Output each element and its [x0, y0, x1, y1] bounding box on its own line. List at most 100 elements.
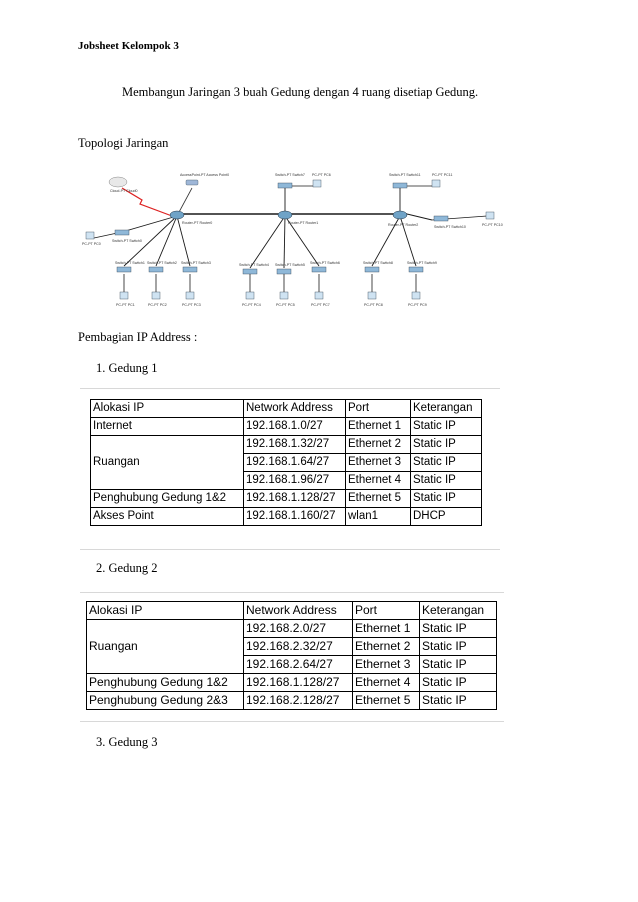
switch-icon: Switch-PT Switch8 [363, 261, 393, 273]
svg-text:Switch-PT Switch11: Switch-PT Switch11 [389, 173, 421, 177]
pc-icon: PC-PT PC5 [276, 291, 295, 307]
svg-text:Router-PT Router2: Router-PT Router2 [388, 223, 418, 227]
svg-text:Switch-PT Switch3: Switch-PT Switch3 [181, 261, 211, 265]
table-cell: 192.168.1.32/27 [243, 435, 346, 454]
table-cell: wlan1 [345, 507, 411, 526]
table-row: Penghubung Gedung 1&2 192.168.1.128/27 E… [90, 489, 482, 508]
ip-table-gedung-2: Alokasi IP Network Address Port Keterang… [86, 601, 497, 710]
pc-icon: PC-PT PC9 [408, 291, 427, 307]
table-row: Penghubung Gedung 2&3 192.168.2.128/27 E… [86, 691, 497, 710]
gedung2-label: 2. Gedung 2 [96, 561, 158, 575]
table-header-cell: Port [345, 399, 411, 418]
svg-text:PC-PT PC1: PC-PT PC1 [116, 303, 135, 307]
svg-text:Switch-PT Switch0: Switch-PT Switch0 [112, 239, 142, 243]
table-cell: 192.168.1.96/27 [243, 471, 346, 490]
svg-text:Switch-PT Switch7: Switch-PT Switch7 [275, 173, 305, 177]
switch-icon: Switch-PT Switch10 [433, 215, 466, 229]
table-cell: Ethernet 5 [345, 489, 411, 508]
table-header-cell: Keterangan [410, 399, 482, 418]
table-cell: Ethernet 3 [352, 655, 420, 674]
access-point-icon: AccessPoint-PT Access Point0 [180, 173, 229, 186]
svg-text:PC-PT PC8: PC-PT PC8 [364, 303, 383, 307]
table-cell: Penghubung Gedung 2&3 [86, 691, 244, 710]
table-cell: Static IP [419, 673, 497, 692]
document-header: Jobsheet Kelompok 3 [78, 40, 179, 52]
svg-text:PC-PT PC3: PC-PT PC3 [182, 303, 201, 307]
svg-text:AccessPoint-PT Access Point0: AccessPoint-PT Access Point0 [180, 173, 229, 177]
table-cell: Ethernet 4 [352, 673, 420, 692]
pc-icon: PC-PT PC4 [242, 291, 261, 307]
pc-icon: PC-PT PC6 [312, 173, 331, 188]
document-subtitle: Membangun Jaringan 3 buah Gedung dengan … [122, 85, 479, 99]
table-cell: Ethernet 2 [352, 637, 420, 656]
table-row: Penghubung Gedung 1&2 192.168.1.128/27 E… [86, 673, 497, 692]
table-cell: Static IP [419, 691, 497, 710]
table-cell: Static IP [410, 453, 482, 472]
table-cell: Internet [90, 417, 244, 436]
table-cell: DHCP [410, 507, 482, 526]
svg-text:Router-PT Router0: Router-PT Router0 [182, 221, 212, 225]
table-cell: Ethernet 4 [345, 471, 411, 490]
table-header-cell: Alokasi IP [90, 399, 244, 418]
table-cell: Ethernet 3 [345, 453, 411, 472]
table-cell: Penghubung Gedung 1&2 [86, 673, 244, 692]
table-cell: 192.168.1.128/27 [243, 489, 346, 508]
table-cell: Static IP [419, 619, 497, 638]
svg-text:PC-PT PC0: PC-PT PC0 [82, 242, 101, 246]
table-cell: Ethernet 2 [345, 435, 411, 454]
table-cell: 192.168.2.32/27 [243, 637, 353, 656]
switch-icon: Switch-PT Switch7 [275, 173, 305, 189]
table-header-cell: Network Address [243, 399, 346, 418]
topology-heading: Topologi Jaringan [78, 136, 169, 150]
table-cell: 192.168.1.0/27 [243, 417, 346, 436]
table-cell: Penghubung Gedung 1&2 [90, 489, 244, 508]
table-cell: Static IP [419, 637, 497, 656]
table-cell: Static IP [410, 471, 482, 490]
pc-icon: PC-PT PC1 [116, 291, 135, 307]
table-cell: 192.168.1.160/27 [243, 507, 346, 526]
table-header-row: Alokasi IP Network Address Port Keterang… [86, 601, 497, 620]
table-cell: Static IP [410, 435, 482, 454]
table-header-cell: Alokasi IP [86, 601, 244, 620]
svg-text:PC-PT PC10: PC-PT PC10 [482, 223, 503, 227]
table-cell: Ethernet 1 [345, 417, 411, 436]
svg-text:Switch-PT Switch5: Switch-PT Switch5 [275, 263, 305, 267]
table-row: Ruangan 192.168.2.0/27 Ethernet 1 Static… [86, 619, 497, 674]
pc-icon: PC-PT PC8 [364, 291, 383, 307]
pc-icon: PC-PT PC10 [482, 211, 503, 227]
switch-icon: Switch-PT Switch6 [310, 261, 340, 273]
svg-text:PC-PT PC5: PC-PT PC5 [276, 303, 295, 307]
svg-text:Switch-PT Switch6: Switch-PT Switch6 [310, 261, 340, 265]
svg-text:PC-PT PC7: PC-PT PC7 [311, 303, 330, 307]
switch-icon: Switch-PT Switch2 [147, 261, 177, 273]
gedung1-label: 1. Gedung 1 [96, 361, 158, 375]
svg-text:Switch-PT Switch4: Switch-PT Switch4 [239, 263, 269, 267]
svg-text:PC-PT PC4: PC-PT PC4 [242, 303, 261, 307]
svg-text:PC-PT PC9: PC-PT PC9 [408, 303, 427, 307]
switch-icon: Switch-PT Switch11 [389, 173, 421, 189]
table-row: Ruangan 192.168.1.32/27 Ethernet 2 Stati… [90, 435, 482, 490]
svg-text:Switch-PT Switch9: Switch-PT Switch9 [407, 261, 437, 265]
gedung3-label: 3. Gedung 3 [96, 735, 158, 749]
spreadsheet-grid [80, 592, 504, 722]
switch-icon: Switch-PT Switch4 [239, 263, 269, 275]
table-header-cell: Network Address [243, 601, 353, 620]
table-cell: Static IP [419, 655, 497, 674]
svg-text:Switch-PT Switch1: Switch-PT Switch1 [115, 261, 145, 265]
pc-icon: PC-PT PC11 [431, 173, 452, 188]
pc-icon: PC-PT PC7 [311, 291, 330, 307]
table-cell-ruangan: Ruangan [86, 619, 244, 674]
ip-section-heading: Pembagian IP Address : [78, 330, 198, 344]
pc-icon: PC-PT PC0 [82, 231, 101, 246]
switch-icon: Switch-PT Switch0 [112, 229, 142, 243]
table-cell: 192.168.1.128/27 [243, 673, 353, 692]
router-icon: Router-PT Router1 [277, 210, 318, 225]
table-row: Internet 192.168.1.0/27 Ethernet 1 Stati… [90, 417, 482, 436]
table-cell: Static IP [410, 489, 482, 508]
table-cell: Ethernet 5 [352, 691, 420, 710]
spreadsheet-grid [80, 388, 500, 550]
switch-icon: Switch-PT Switch3 [181, 261, 211, 273]
router-icon: Router-PT Router2 [388, 210, 418, 227]
svg-text:Switch-PT Switch2: Switch-PT Switch2 [147, 261, 177, 265]
table-cell: 192.168.2.0/27 [243, 619, 353, 638]
